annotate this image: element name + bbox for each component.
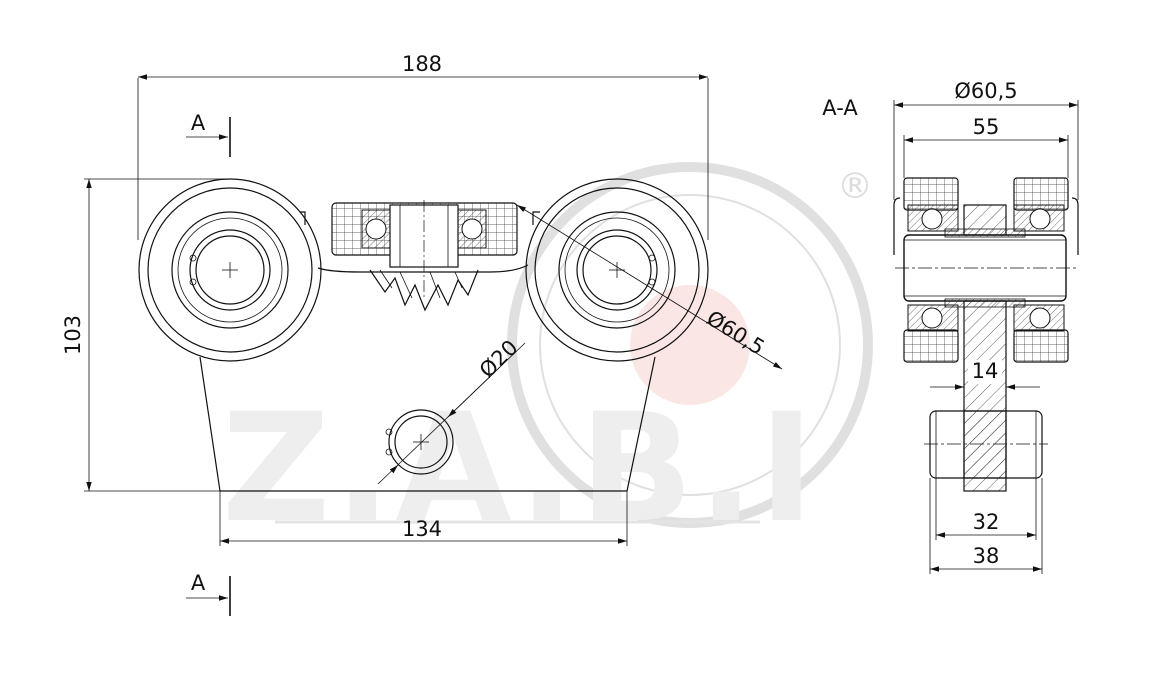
dim-section-38-label: 38 bbox=[973, 544, 1000, 568]
dim-103: 103 bbox=[61, 178, 232, 492]
dim-section-32: 32 bbox=[935, 478, 1037, 540]
section-title: A-A bbox=[822, 96, 858, 120]
dim-section-32-label: 32 bbox=[973, 510, 1000, 534]
left-wheel bbox=[138, 178, 322, 362]
section-marker-top-label: A bbox=[191, 111, 206, 135]
dim-134: 134 bbox=[219, 491, 628, 546]
section-marker-bottom-label: A bbox=[191, 571, 206, 595]
section-marker-top: A bbox=[186, 111, 231, 157]
dim-bottom-width-label: 134 bbox=[402, 517, 442, 541]
section-view: A-A bbox=[822, 79, 1079, 574]
gear-teeth bbox=[369, 269, 479, 312]
watermark-logo: Z.A.B.I bbox=[222, 382, 819, 556]
front-view: 188 103 134 Ø60,5 Ø20 bbox=[61, 52, 783, 616]
dim-section-38: 38 bbox=[929, 478, 1043, 574]
bottom-hole bbox=[385, 409, 454, 475]
roller-right-bottom bbox=[1013, 329, 1069, 363]
dim-height-label: 103 bbox=[61, 315, 85, 355]
dim-section-55-label: 55 bbox=[973, 115, 1000, 139]
section-marker-bottom: A bbox=[186, 571, 231, 616]
roller-left-bottom bbox=[903, 329, 959, 363]
dim-section-outer-diameter: Ø60,5 bbox=[893, 79, 1079, 200]
vertical-plate-top bbox=[963, 204, 1007, 236]
body-outline bbox=[199, 356, 656, 492]
dim-width-label: 188 bbox=[402, 52, 442, 76]
center-roller-section bbox=[331, 200, 518, 312]
dim-section-55: 55 bbox=[903, 115, 1069, 178]
dim-section-14-label: 14 bbox=[972, 359, 999, 383]
dim-section-14: 14 bbox=[930, 359, 1040, 390]
dim-section-outer-diameter-label: Ø60,5 bbox=[954, 79, 1017, 103]
registered-mark-icon: ® bbox=[837, 166, 873, 207]
watermark: Z.A.B.I ® bbox=[222, 162, 873, 556]
